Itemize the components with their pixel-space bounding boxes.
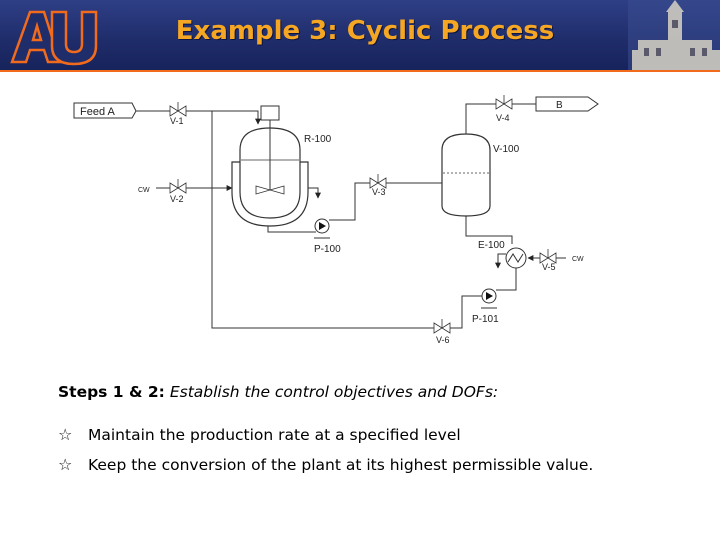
svg-text:V-5: V-5 xyxy=(542,262,556,272)
banner-accent-stripe xyxy=(0,70,720,72)
svg-text:V-3: V-3 xyxy=(372,187,386,197)
vessel-label: V-100 xyxy=(493,144,520,155)
svg-text:P-100: P-100 xyxy=(314,244,341,255)
svg-text:V-4: V-4 xyxy=(496,113,510,123)
cw-label-reactor: CW xyxy=(138,187,150,194)
exchanger-outlet-line xyxy=(496,268,517,291)
steps-description: Establish the control objectives and DOF… xyxy=(169,383,499,401)
cw-label-exchanger: CW xyxy=(572,256,584,263)
feed-a-box: Feed A xyxy=(73,102,137,119)
exchanger-cw-out xyxy=(495,253,506,269)
slide-title: Example 3: Cyclic Process xyxy=(175,16,555,46)
steps-heading: Steps 1 & 2: Establish the control objec… xyxy=(58,383,498,401)
list-item: ☆ Maintain the production rate at a spec… xyxy=(58,420,593,450)
star-bullet-icon: ☆ xyxy=(58,455,73,474)
valve-v1: V-1 xyxy=(169,102,187,126)
recycle-line xyxy=(211,111,482,329)
feed-a-label: Feed A xyxy=(80,106,116,118)
valve-v5: V-5 xyxy=(539,249,557,272)
reactor-outlet-line xyxy=(267,226,316,233)
p100-discharge-line xyxy=(329,180,467,221)
steps-label: Steps 1 & 2: xyxy=(58,383,165,401)
jacket-outlet-line xyxy=(308,187,321,199)
bottoms-line xyxy=(465,216,513,244)
au-logo-icon xyxy=(10,10,98,66)
pump-p101: P-101 xyxy=(472,288,499,325)
exchanger-label: E-100 xyxy=(478,240,505,251)
valve-v6: V-6 xyxy=(433,319,451,345)
vapor-line xyxy=(465,103,556,134)
reactor-label: R-100 xyxy=(304,134,332,145)
svg-text:P-101: P-101 xyxy=(472,314,499,325)
product-b-box: B xyxy=(535,96,599,112)
svg-text:V-1: V-1 xyxy=(170,116,184,126)
objectives-list: ☆ Maintain the production rate at a spec… xyxy=(58,420,593,480)
feed-line xyxy=(136,110,261,125)
valve-v4: V-4 xyxy=(495,95,513,123)
product-b-label: B xyxy=(556,100,563,111)
list-item: ☆ Keep the conversion of the plant at it… xyxy=(58,450,593,480)
pump-p100: P-100 xyxy=(314,218,341,255)
star-bullet-icon: ☆ xyxy=(58,425,73,444)
valve-v2: V-2 xyxy=(169,179,187,204)
process-flow-diagram: Feed A V-1 CW V-2 R-100 P-100 V-3 xyxy=(73,95,599,345)
reactor-r100: R-100 xyxy=(231,105,332,227)
campus-tower-icon xyxy=(628,0,720,72)
title-banner: Example 3: Cyclic Process xyxy=(0,0,720,72)
vessel-v100: V-100 xyxy=(441,133,520,217)
valve-v3: V-3 xyxy=(369,174,387,197)
svg-text:V-6: V-6 xyxy=(436,335,450,345)
exchanger-e100: E-100 xyxy=(478,240,527,269)
svg-text:V-2: V-2 xyxy=(170,194,184,204)
